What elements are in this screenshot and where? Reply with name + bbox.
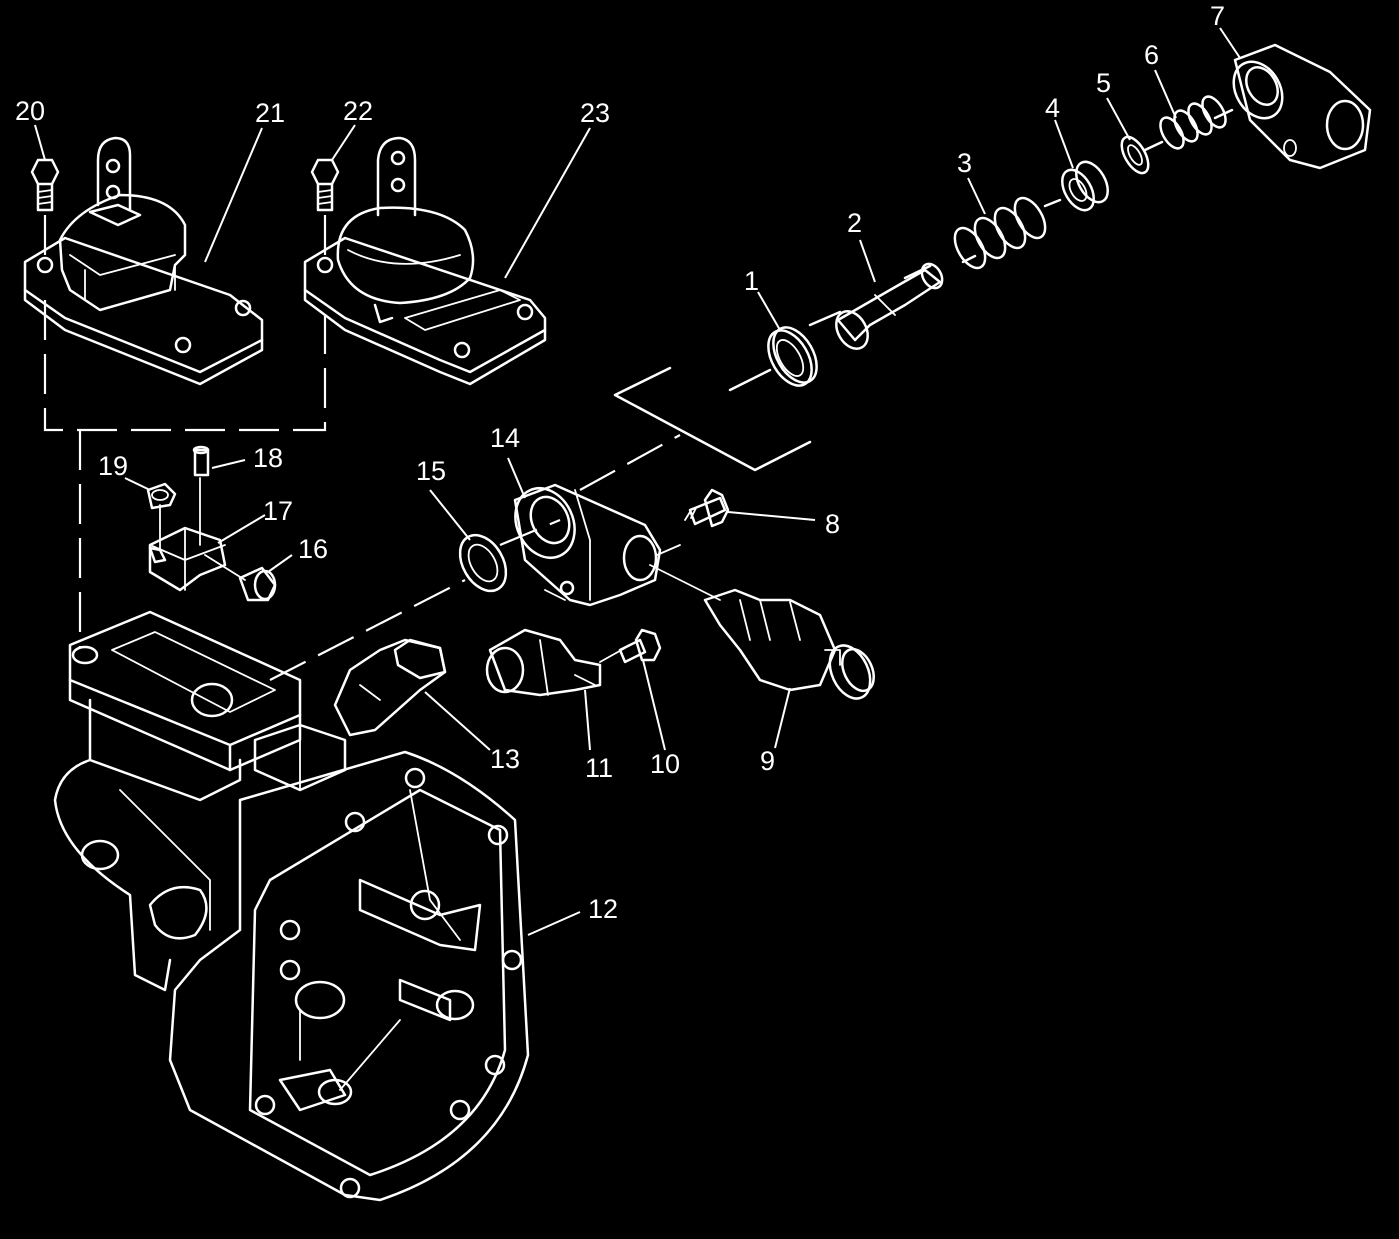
callout-21: 21 (255, 98, 285, 128)
part-15-oring (458, 533, 508, 593)
callout-18: 18 (253, 443, 283, 473)
part-8-bolt (684, 488, 730, 528)
leader-lines (34, 27, 1241, 936)
callout-6: 6 (1144, 40, 1159, 70)
part-10-bolt (618, 628, 662, 664)
callout-23: 23 (580, 98, 610, 128)
callout-9: 9 (760, 746, 775, 776)
callout-20: 20 (15, 96, 45, 126)
callout-labels: 1 2 3 4 5 6 7 8 9 10 11 12 13 14 15 16 1… (15, 1, 1225, 924)
part-2-valve (835, 262, 944, 350)
callout-19: 19 (98, 451, 128, 481)
part-9-sensor (703, 588, 875, 700)
callout-16: 16 (298, 534, 328, 564)
part-14-bracket (513, 483, 662, 607)
callout-22: 22 (343, 96, 373, 126)
callout-11: 11 (585, 753, 613, 783)
callout-1: 1 (744, 266, 759, 296)
part-19-plug (146, 482, 177, 510)
callout-7: 7 (1210, 1, 1225, 31)
part-7-valve-body (1232, 43, 1372, 170)
callout-8: 8 (825, 509, 840, 539)
part-1-ring (767, 326, 818, 387)
part-3-spring (953, 196, 1047, 270)
callout-15: 15 (416, 456, 446, 486)
part-16-cap (204, 554, 277, 602)
part-5-washer (1120, 135, 1150, 175)
part-23-shift-cover (303, 136, 547, 386)
callout-12: 12 (588, 894, 618, 924)
part-13-sensor (333, 638, 447, 737)
callout-13: 13 (490, 744, 520, 774)
part-17-bracket (148, 526, 227, 592)
part-12-housing (53, 610, 530, 1202)
callout-17: 17 (263, 496, 293, 526)
part-20-bolt (30, 158, 60, 212)
callout-14: 14 (490, 423, 520, 453)
callout-4: 4 (1045, 93, 1060, 123)
callout-10: 10 (650, 749, 680, 779)
part-4-retainer (1061, 160, 1109, 212)
alignment-lines (43, 108, 1234, 686)
part-18-pin (192, 445, 210, 477)
callout-3: 3 (957, 148, 972, 178)
part-22-bolt (310, 158, 340, 212)
part-6-spring (1159, 95, 1227, 150)
part-11-sensor (485, 628, 602, 697)
callout-5: 5 (1096, 68, 1111, 98)
callout-2: 2 (847, 208, 862, 238)
part-21-shift-cover (23, 136, 264, 386)
